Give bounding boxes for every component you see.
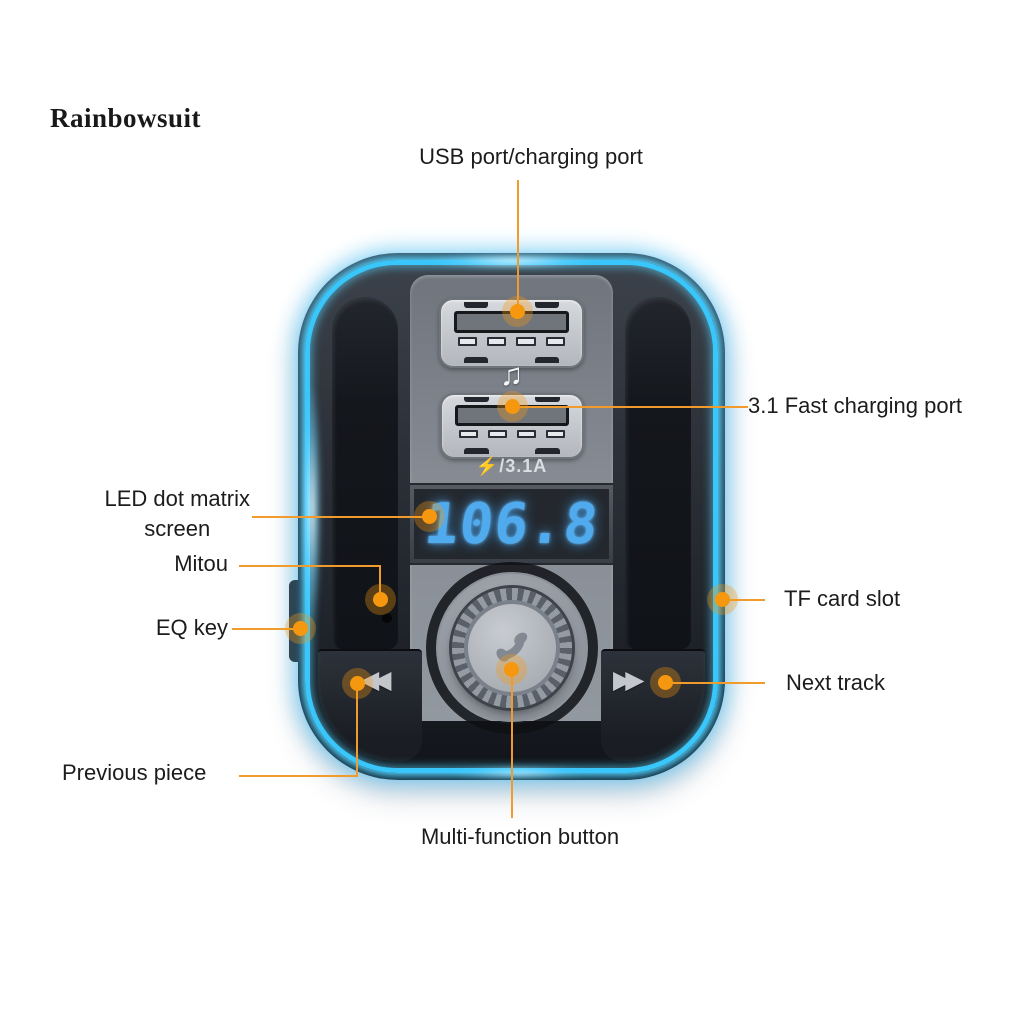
led-display: 106.8 — [410, 483, 613, 565]
next-track-icon: ▶▶ — [613, 666, 645, 694]
callout-line-multi — [511, 670, 513, 818]
callout-dot-usb — [510, 304, 525, 319]
callout-dot-multi — [504, 662, 519, 677]
usb-contacts — [463, 301, 560, 308]
callout-line-led — [252, 516, 430, 518]
music-note-icon: ♫ — [499, 357, 524, 392]
label-microphone: Mitou — [174, 551, 228, 576]
usb-contacts — [463, 356, 560, 363]
label-usb-port: USB port/charging port — [419, 144, 643, 169]
device-right-groove — [625, 297, 691, 649]
label-led-screen-line1: LED dot matrix — [104, 486, 251, 511]
usb-contacts — [464, 396, 560, 403]
label-led-screen-line2: screen — [144, 516, 211, 541]
device-left-groove — [332, 297, 398, 649]
label-fast-charging-port: 3.1 Fast charging port — [748, 393, 963, 418]
callout-line-previous — [239, 775, 358, 777]
callout-line-mitou — [239, 565, 381, 567]
label-eq-key: EQ key — [155, 615, 228, 640]
callout-dot-led — [422, 509, 437, 524]
callout-dot-mitou — [373, 592, 388, 607]
glow-highlight — [428, 253, 598, 269]
callout-dot-next — [658, 675, 673, 690]
callout-line-mitou — [379, 565, 381, 601]
label-next-track: Next track — [786, 670, 886, 695]
label-multi-function-button: Multi-function button — [420, 824, 620, 849]
glow-highlight — [448, 766, 588, 780]
callout-line-tf — [723, 599, 765, 601]
brand-watermark: Rainbowsuit — [50, 103, 202, 133]
label-tf-card-slot: TF card slot — [784, 586, 901, 611]
callout-line-usb — [517, 180, 519, 312]
fm-frequency-value: 106.8 — [421, 491, 602, 557]
charge-rating-text: ⚡/3.1A — [475, 456, 548, 476]
callout-dot-eq — [293, 621, 308, 636]
callout-line-previous — [356, 690, 358, 777]
callout-line-eq — [232, 628, 302, 630]
usb-pins — [458, 429, 566, 439]
callout-line-fast-charge — [513, 406, 748, 408]
callout-line-next — [667, 682, 765, 684]
callout-dot-previous — [350, 676, 365, 691]
microphone-hole — [382, 613, 392, 623]
callout-dot-tf — [715, 592, 730, 607]
phone-handset-icon — [496, 632, 528, 662]
label-previous-track: Previous piece — [62, 760, 207, 785]
led-display-screen: 106.8 — [414, 489, 609, 559]
usb-pins — [457, 336, 566, 347]
label-led-screen: LED dot matrix screen — [105, 484, 251, 544]
usb-port-fast-charge — [440, 393, 584, 459]
usb-contacts — [464, 448, 560, 454]
callout-dot-fast-charge — [505, 399, 520, 414]
